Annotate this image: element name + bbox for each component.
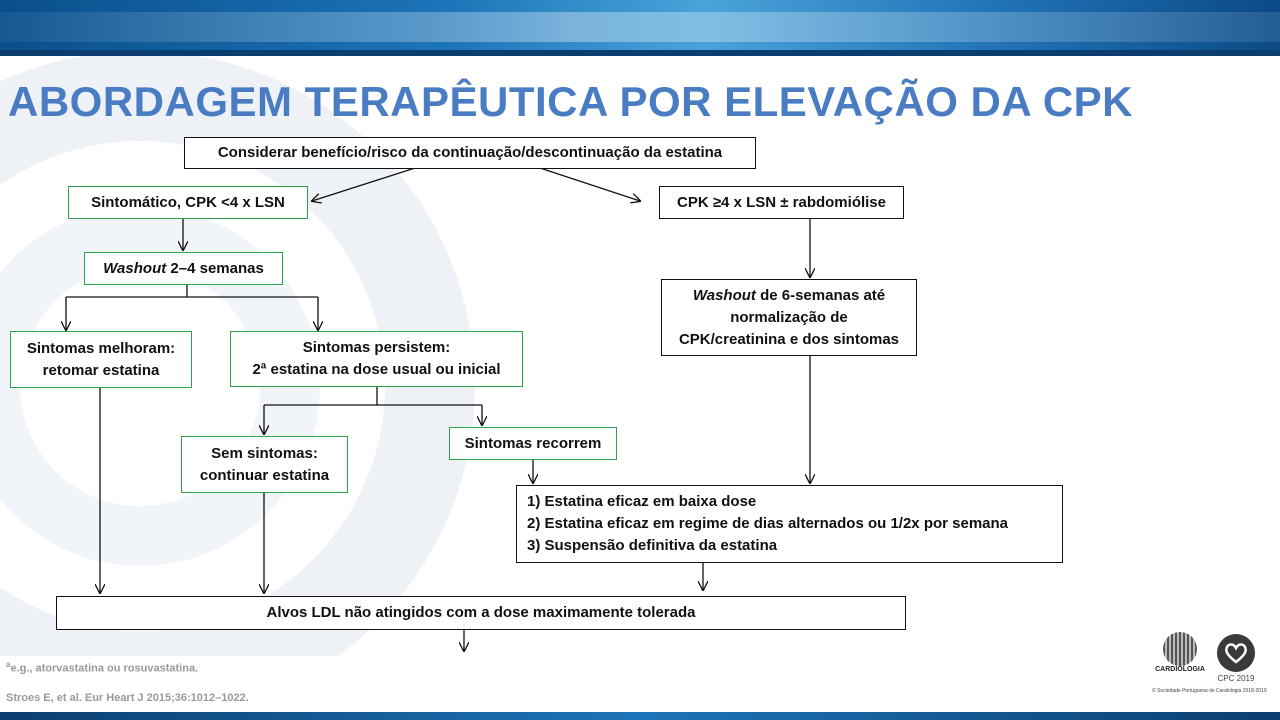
box-options: 1) Estatina eficaz em baixa dose 2) Esta… bbox=[516, 485, 1063, 563]
box-consider-benefit-risk: Considerar benefício/risco da continuaçã… bbox=[184, 137, 756, 169]
box-cpk-high-label: CPK ≥4 x LSN ± rabdomiólise bbox=[676, 193, 886, 211]
spc-logo-text: CARDIOLOGIA bbox=[1155, 666, 1205, 673]
arrow-top-to-symptomatic bbox=[312, 167, 416, 201]
washout-rest: 2–4 semanas bbox=[166, 259, 264, 277]
box-improve-line1: Sintomas melhoram: bbox=[26, 339, 176, 357]
box-symptoms-improve: Sintomas melhoram: retomar estatina bbox=[10, 331, 192, 388]
copyright-text: © Sociedade Portuguesa de Cardiologia 20… bbox=[1152, 688, 1267, 694]
box-consider-label: Considerar benefício/risco da continuaçã… bbox=[217, 144, 723, 161]
header-stripe bbox=[0, 50, 1280, 56]
header-glow bbox=[0, 12, 1280, 42]
box-washout-long-line3: CPK/creatinina e dos sintomas bbox=[678, 330, 900, 348]
footnote-statins: ae.g., atorvastatina ou rosuvastatina. bbox=[6, 660, 198, 675]
footer-band bbox=[0, 712, 1280, 720]
branch-persist-split bbox=[264, 386, 482, 406]
footnote-marker: a bbox=[6, 660, 11, 669]
box-washout-long-line2: normalização de bbox=[730, 308, 848, 326]
cpc-logo: CPC 2019 bbox=[1214, 634, 1258, 683]
footnote-reference: Stroes E, et al. Eur Heart J 2015;36:101… bbox=[6, 692, 249, 704]
spc-logo: CARDIOLOGIA bbox=[1150, 632, 1210, 674]
box-no-symptoms: Sem sintomas: continuar estatina bbox=[181, 436, 348, 493]
box-symptoms-persist: Sintomas persistem: 2ª estatina na dose … bbox=[230, 331, 523, 387]
box-cpk-high: CPK ≥4 x LSN ± rabdomiólise bbox=[659, 186, 904, 219]
box-no-symptoms-line1: Sem sintomas: bbox=[211, 444, 318, 462]
option-discontinue: 3) Suspensão definitiva da estatina bbox=[527, 537, 778, 554]
washout-long-rest: de 6-semanas até bbox=[755, 286, 886, 304]
box-symptomatic-label: Sintomático, CPK <4 x LSN bbox=[91, 193, 285, 211]
box-ldl-label: Alvos LDL não atingidos com a dose maxim… bbox=[266, 604, 696, 621]
box-improve-line2: retomar estatina bbox=[42, 361, 160, 379]
footnote-text: e.g., atorvastatina ou rosuvastatina. bbox=[10, 662, 199, 675]
box-symptoms-recur: Sintomas recorrem bbox=[449, 427, 617, 460]
header-banner bbox=[0, 0, 1280, 56]
box-washout-short-label: Washout 2–4 semanas bbox=[103, 258, 264, 280]
box-no-symptoms-line2: continuar estatina bbox=[199, 466, 330, 484]
option-alternate-days: 2) Estatina eficaz em regime de dias alt… bbox=[527, 515, 1009, 532]
box-washout-long: Washout de 6-semanas até normalização de… bbox=[661, 279, 917, 356]
arrow-top-to-cpk-high bbox=[539, 167, 640, 201]
washout-long-italic: Washout bbox=[692, 286, 756, 304]
washout-italic: Washout bbox=[103, 259, 167, 277]
box-recur-label: Sintomas recorrem bbox=[464, 434, 602, 452]
cpc-logo-text: CPC 2019 bbox=[1217, 674, 1255, 683]
box-ldl-targets: Alvos LDL não atingidos com a dose maxim… bbox=[56, 596, 906, 630]
box-persist-line2: 2ª estatina na dose usual ou inicial bbox=[252, 361, 501, 378]
box-persist-line1: Sintomas persistem: bbox=[302, 339, 451, 356]
slide-title: ABORDAGEM TERAPÊUTICA POR ELEVAÇÃO DA CP… bbox=[8, 78, 1133, 125]
box-washout-long-line1: Washout de 6-semanas até bbox=[693, 285, 885, 307]
branch-washout-split bbox=[66, 284, 318, 298]
cpc-heart-icon bbox=[1217, 634, 1255, 672]
spc-heart-icon bbox=[1163, 632, 1197, 666]
box-washout-short: Washout 2–4 semanas bbox=[84, 252, 283, 285]
option-low-dose: 1) Estatina eficaz em baixa dose bbox=[527, 493, 757, 510]
box-symptomatic: Sintomático, CPK <4 x LSN bbox=[68, 186, 308, 219]
